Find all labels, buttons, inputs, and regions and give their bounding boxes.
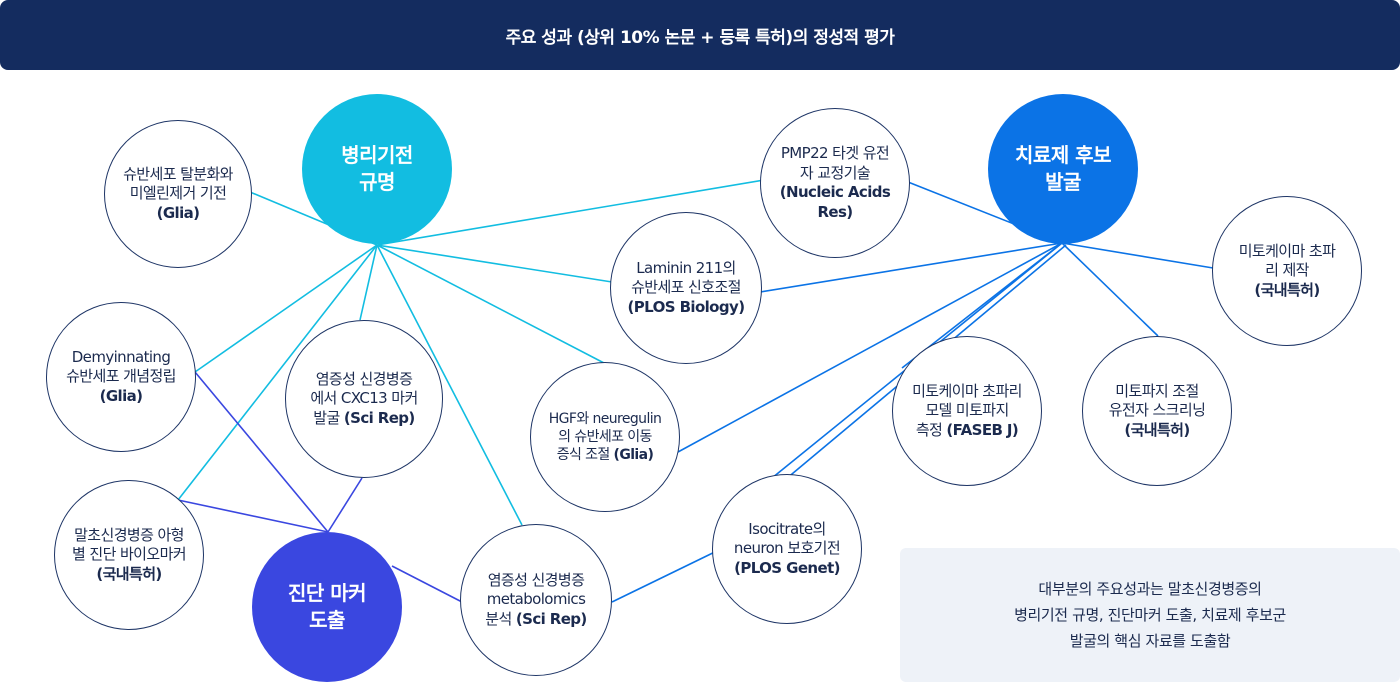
node-source: (PLOS Genet)	[734, 558, 840, 577]
node-cxc13: 염증성 신경병증 에서 CXC13 마커 발굴 (Sci Rep)	[285, 320, 443, 478]
node-mito-model: 미토케이마 초파리 모델 미토파지 측정 (FASEB J)	[892, 336, 1042, 486]
node-hgf-neuregulin: HGF와 neuregulin 의 슈반세포 이동 증식 조절 (Glia)	[530, 362, 680, 512]
node-source: (FASEB J)	[946, 420, 1019, 439]
hub-label-line: 규명	[359, 170, 395, 194]
link-diagnosis-demyelinating	[194, 371, 329, 533]
node-line: metabolomics	[486, 590, 586, 609]
node-line: 말초신경병증 아형	[74, 525, 184, 544]
link-isocitrate-metabolomics	[611, 547, 724, 603]
summary-line: 대부분의 주요성과는 말초신경병증의	[1038, 579, 1262, 598]
node-line: 모델 미토파지	[925, 401, 1009, 420]
link-pathology-pmp22	[376, 179, 765, 246]
node-source: (국내특허)	[96, 564, 162, 583]
node-glia-dediff: 슈반세포 탈분화와 미엘린제거 기전 (Glia)	[104, 120, 252, 268]
hub-label-line: 진단 마커	[287, 581, 367, 605]
node-line: 분석	[485, 609, 516, 628]
node-line: Laminin 211의	[636, 258, 736, 277]
node-source: (PLOS Biology)	[627, 297, 746, 316]
hub-therapy-candidate: 치료제 후보 발굴	[988, 94, 1138, 244]
link-therapy-mitophagy-screen	[1061, 242, 1159, 337]
link-diagnosis-metabolomics	[391, 565, 463, 603]
link-therapy-hgf	[677, 242, 1063, 453]
node-source: (국내특허)	[1254, 280, 1320, 299]
node-line: 슈반세포 신호조절	[631, 278, 741, 297]
node-line: 유전자 스크리닝	[1108, 401, 1206, 420]
hub-label-line: 병리기전	[341, 143, 413, 167]
link-pathology-cxc13	[359, 244, 378, 321]
link-diagnosis-cxc13	[327, 477, 363, 533]
node-line: HGF와 neuregulin	[548, 410, 662, 427]
node-line: 자 교정기술	[799, 163, 871, 182]
header-banner: 주요 성과 (상위 10% 논문 + 등록 특허)의 정성적 평가	[0, 0, 1400, 70]
node-mito-fly: 미토케이마 초파 리 제작 (국내특허)	[1212, 196, 1362, 346]
node-source: (Glia)	[613, 447, 654, 464]
summary-box: 대부분의 주요성과는 말초신경병증의 병리기전 규명, 진단마커 도출, 치료제…	[900, 548, 1400, 682]
node-line: 증식 조절	[556, 447, 614, 464]
node-line: 염증성 신경병증	[315, 369, 413, 388]
node-line: 미토파지 조절	[1115, 381, 1199, 400]
hub-label-line: 치료제 후보	[1015, 143, 1111, 167]
node-source: (국내특허)	[1124, 420, 1190, 439]
node-line: 발굴	[313, 408, 344, 427]
node-source: (Sci Rep)	[343, 408, 415, 427]
link-therapy-laminin	[759, 242, 1063, 293]
link-pathology-hgf	[376, 244, 605, 364]
node-source: (Nucleic Acids Res)	[779, 183, 891, 221]
node-pmp22: PMP22 타겟 유전 자 교정기술 (Nucleic Acids Res)	[760, 108, 910, 258]
link-pathology-metabolomics	[376, 244, 523, 526]
hub-diagnosis-marker: 진단 마커 도출	[252, 532, 402, 682]
link-pathology-demyelinating	[194, 244, 378, 373]
node-biomarker: 말초신경병증 아형 별 진단 바이오마커 (국내특허)	[54, 480, 204, 630]
node-line: 미토케이마 초파리	[912, 381, 1022, 400]
link-therapy-mito-fly	[1061, 242, 1214, 269]
node-isocitrate: Isocitrate의 neuron 보호기전 (PLOS Genet)	[712, 474, 862, 624]
node-line: 염증성 신경병증	[487, 570, 585, 589]
node-line: 미엘린제거 기전	[129, 184, 227, 203]
hub-label-line: 발굴	[1045, 170, 1081, 194]
node-metabolomics: 염증성 신경병증 metabolomics 분석 (Sci Rep)	[460, 524, 612, 676]
link-diagnosis-biomarker	[177, 499, 329, 533]
node-laminin: Laminin 211의 슈반세포 신호조절 (PLOS Biology)	[610, 212, 762, 364]
hub-label-line: 도출	[309, 608, 345, 632]
node-line: Isocitrate의	[748, 519, 826, 538]
node-line: neuron 보호기전	[733, 539, 841, 558]
node-source: (Sci Rep)	[515, 609, 587, 628]
page-title: 주요 성과 (상위 10% 논문 + 등록 특허)의 정성적 평가	[505, 27, 895, 48]
link-pathology-laminin	[376, 244, 613, 283]
link-pathology-biomarker	[177, 244, 378, 501]
node-line: 슈반세포 개념정립	[66, 367, 176, 386]
node-line: 리 제작	[1265, 261, 1309, 280]
node-source: (Glia)	[99, 386, 143, 405]
node-line: PMP22 타겟 유전	[780, 144, 890, 162]
node-source: (Glia)	[156, 203, 200, 222]
summary-line: 병리기전 규명, 진단마커 도출, 치료제 후보군	[1014, 605, 1286, 624]
node-line: Demyinnating	[71, 347, 171, 366]
node-line: 의 슈반세포 이동	[558, 428, 652, 445]
node-line: 에서 CXC13 마커	[310, 389, 418, 408]
node-line: 별 진단 바이오마커	[72, 545, 187, 564]
hub-pathology-mechanism: 병리기전 규명	[302, 94, 452, 244]
node-mitophagy-screen: 미토파지 조절 유전자 스크리닝 (국내특허)	[1082, 336, 1232, 486]
summary-line: 발굴의 핵심 자료를 도출함	[1069, 632, 1231, 651]
node-demyelinating: Demyinnating 슈반세포 개념정립 (Glia)	[46, 302, 196, 452]
node-line: 측정	[915, 420, 947, 439]
node-line: 슈반세포 탈분화와	[123, 164, 233, 183]
node-line: 미토케이마 초파	[1238, 241, 1336, 260]
